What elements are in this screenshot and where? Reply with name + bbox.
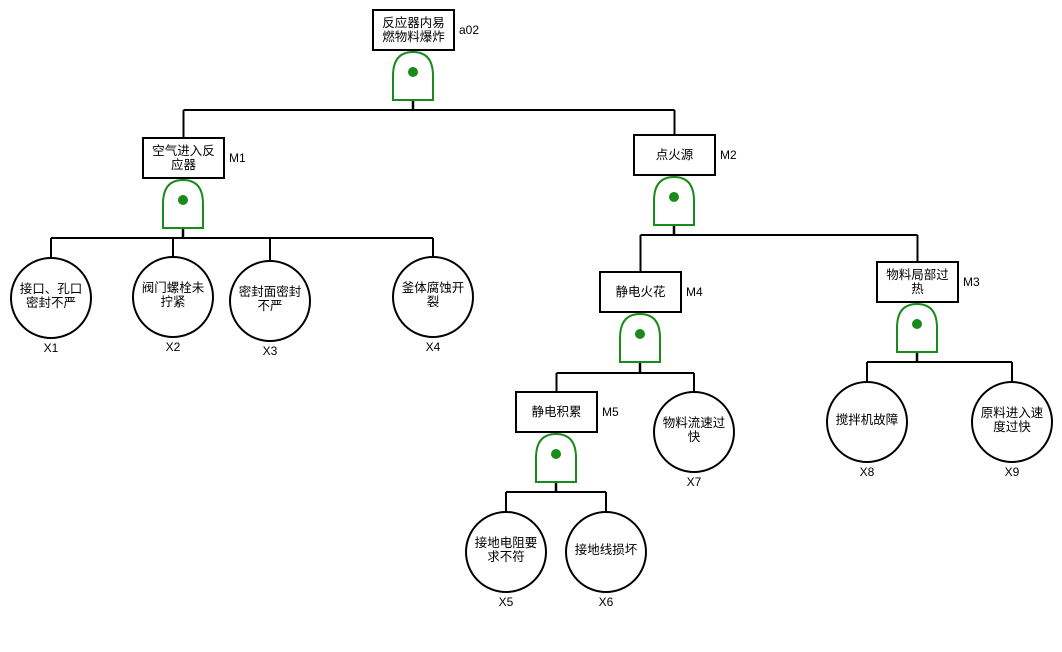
- event-label-line: 不严: [257, 298, 282, 313]
- event-id-label: X8: [860, 465, 875, 479]
- event-label-line: 快: [688, 429, 701, 444]
- event-rect: [599, 271, 682, 313]
- event-circle: [132, 256, 214, 338]
- event-label-line: 热: [911, 281, 924, 296]
- event-id-label: a02: [459, 23, 479, 37]
- event-box-M4[interactable]: M4 静电火花: [599, 271, 703, 313]
- event-label-line: 搅拌机故障: [836, 412, 899, 427]
- event-circle: [10, 257, 92, 339]
- or-gate-M1[interactable]: [162, 178, 204, 229]
- event-label-line: 空气进入反: [152, 143, 215, 158]
- event-id-label: X6: [599, 595, 614, 609]
- or-gate-M4[interactable]: [619, 312, 661, 363]
- event-circle: [465, 511, 547, 593]
- event-label-line: 点火源: [656, 147, 694, 162]
- event-label-line: 密封不严: [26, 295, 76, 310]
- event-label-line: 燃物料爆炸: [382, 29, 445, 44]
- event-label-line: 接地电阻要: [475, 535, 538, 550]
- event-label-line: 求不符: [487, 549, 525, 564]
- event-id-label: M4: [686, 285, 703, 299]
- event-id-label: M3: [963, 275, 980, 289]
- event-id-label: X7: [687, 475, 702, 489]
- event-box-M2[interactable]: M2 点火源: [633, 134, 737, 176]
- event-rect: [515, 391, 598, 433]
- gate-dot-icon: [912, 319, 922, 329]
- event-rect: [372, 9, 455, 51]
- event-id-label: X4: [426, 340, 441, 354]
- event-rect: [142, 137, 225, 179]
- gate-dot-icon: [669, 192, 679, 202]
- event-label-line: 釜体腐蚀开: [402, 280, 465, 295]
- connector-M1: [50, 178, 434, 261]
- basic-event-X8[interactable]: X8 搅拌机故障: [826, 381, 908, 479]
- event-id-label: X2: [166, 340, 181, 354]
- event-rect: [876, 261, 959, 303]
- basic-event-X6[interactable]: X6 接地线损坏: [565, 511, 647, 609]
- event-id-label: X1: [44, 341, 59, 355]
- event-circle: [229, 260, 311, 342]
- event-label-line: 阀门螺栓未: [142, 280, 205, 295]
- event-label-line: 物料流速过: [663, 415, 726, 430]
- event-label-line: 拧紧: [160, 294, 185, 309]
- event-label-line: 静电火花: [615, 284, 665, 299]
- or-gate-M2[interactable]: [653, 175, 695, 226]
- event-label-line: 接地线损坏: [575, 542, 638, 557]
- gate-dot-icon: [635, 329, 645, 339]
- or-gate-a02[interactable]: [392, 50, 434, 101]
- connector-M4: [555, 312, 695, 392]
- event-label-line: 应器: [171, 157, 197, 172]
- event-rect: [633, 134, 716, 176]
- event-id-label: X9: [1005, 465, 1020, 479]
- event-circle: [653, 391, 735, 473]
- event-id-label: M2: [720, 148, 737, 162]
- event-circle: [565, 511, 647, 593]
- or-gate-M3[interactable]: [896, 302, 938, 353]
- gate-dot-icon: [408, 67, 418, 77]
- or-gate-M5[interactable]: [535, 432, 577, 483]
- event-label-line: 原料进入速: [981, 405, 1044, 420]
- event-id-label: X3: [263, 344, 278, 358]
- event-label-line: 反应器内易: [382, 15, 445, 30]
- event-label-line: 静电积累: [531, 404, 581, 419]
- event-label-line: 接口、孔口: [20, 281, 83, 296]
- gate-dot-icon: [551, 449, 561, 459]
- connector-M3: [866, 302, 1013, 382]
- event-label-line: 裂: [427, 294, 440, 309]
- event-id-label: X5: [499, 595, 514, 609]
- event-id-label: M5: [602, 405, 619, 419]
- gate-dot-icon: [178, 195, 188, 205]
- event-label-line: 密封面密封: [239, 284, 302, 299]
- event-label-line: 物料局部过: [886, 267, 949, 282]
- event-id-label: M1: [229, 151, 246, 165]
- event-circle: [826, 381, 908, 463]
- event-box-M5[interactable]: M5 静电积累: [515, 391, 619, 433]
- event-label-line: 度过快: [993, 419, 1031, 434]
- connector-a02: [182, 50, 676, 138]
- event-circle: [971, 381, 1053, 463]
- event-circle: [392, 256, 474, 338]
